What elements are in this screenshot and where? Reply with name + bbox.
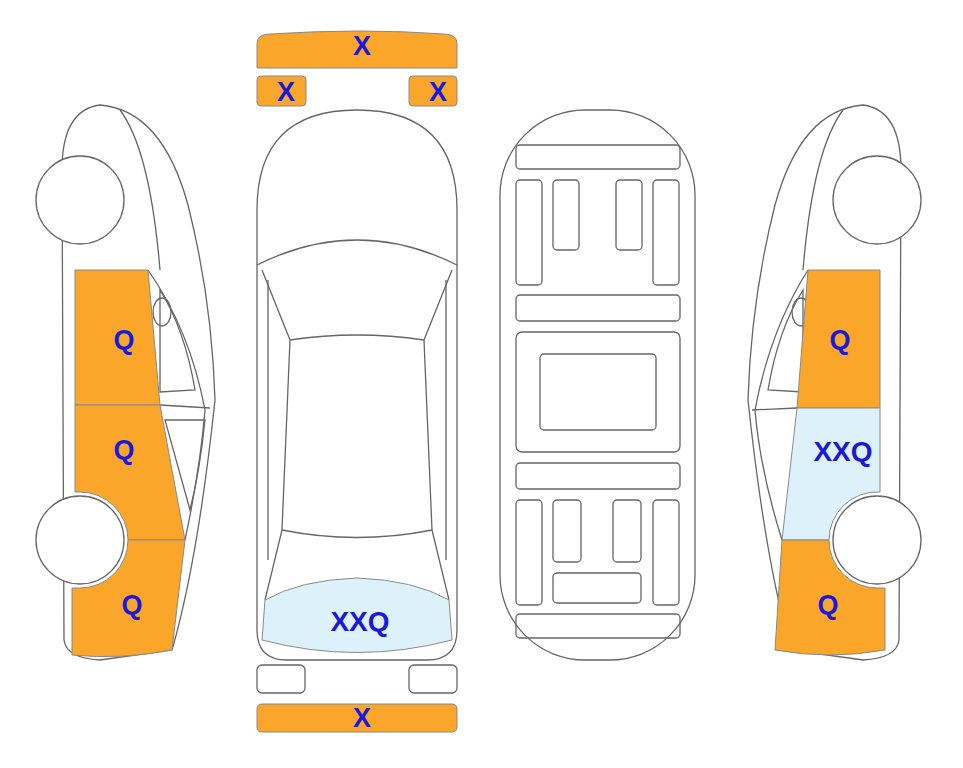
- panel-fill: [257, 76, 306, 106]
- door-panel: XXQ: [780, 406, 882, 542]
- panel-fill: [797, 270, 880, 408]
- panel-fill: [257, 704, 457, 732]
- panel-fill: [257, 31, 457, 68]
- rear-bumper-panel: X: [255, 702, 459, 734]
- damage-code: Q: [113, 437, 134, 464]
- damage-code: XXQ: [330, 608, 389, 636]
- door-panel: Q: [73, 268, 163, 408]
- damage-code: X: [353, 33, 371, 60]
- door-panel: Q: [795, 268, 883, 410]
- damage-code: Q: [113, 327, 134, 354]
- panel-fill: [409, 76, 457, 106]
- door-panel: Q: [73, 403, 187, 542]
- panel-fill: [75, 405, 185, 540]
- panel-fill: [72, 540, 185, 657]
- panel-fill: [262, 578, 452, 653]
- panel-shape: [780, 406, 882, 542]
- damage-code: X: [353, 705, 371, 732]
- panel-fill: [75, 270, 160, 405]
- rear-window-panel: XXQ: [260, 576, 454, 660]
- damage-code: X: [277, 79, 295, 106]
- damage-code: Q: [817, 592, 838, 619]
- headlight-panel: X: [407, 74, 461, 108]
- damage-code: Q: [829, 327, 850, 354]
- panel-shape: [73, 403, 187, 542]
- rear-quarter-panel: Q: [773, 538, 887, 660]
- damage-code: XXQ: [813, 438, 872, 466]
- headlight-panel: X: [255, 74, 309, 108]
- panel-fill: [775, 540, 885, 655]
- damage-code: Q: [121, 592, 142, 619]
- panel-fill: [782, 408, 880, 540]
- damage-code: X: [429, 79, 447, 106]
- rear-quarter-panel: Q: [70, 538, 187, 660]
- front-bumper-panel: X: [255, 30, 459, 70]
